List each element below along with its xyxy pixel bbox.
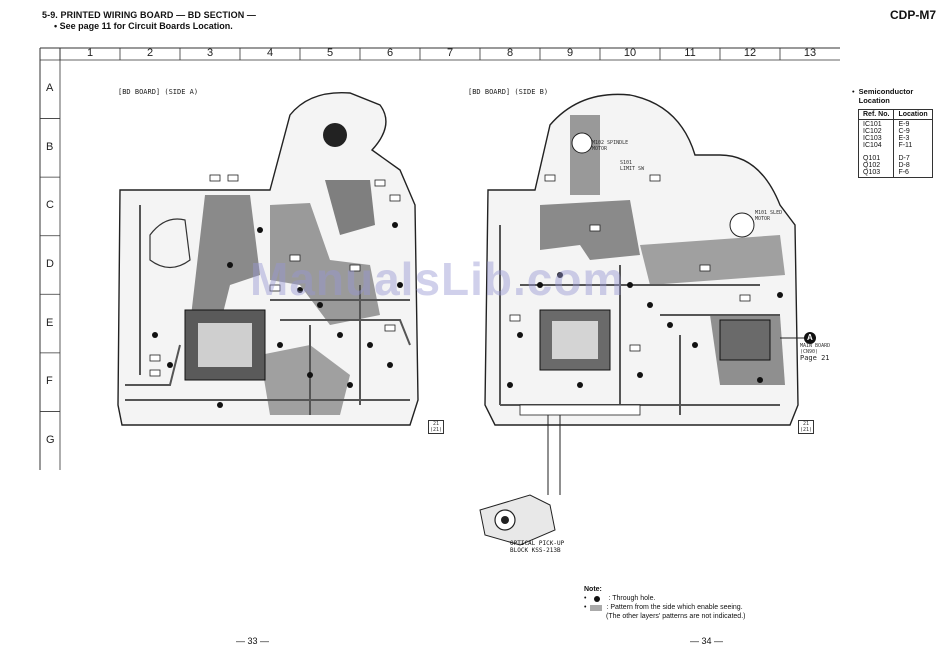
ic-die-area <box>198 323 252 367</box>
traces <box>125 205 411 415</box>
table-header: Ref. No. <box>857 109 895 120</box>
side-b-code: 21 (21) <box>798 420 814 434</box>
connector-a-letter: A <box>807 333 813 342</box>
copper-region <box>570 115 600 195</box>
table-header: Location <box>893 109 933 120</box>
ref-no: Q102 <box>863 162 881 169</box>
table-row: IC101 IC102 IC103 IC104 Q101 Q102 Q103 E… <box>857 119 933 178</box>
copper-region <box>640 235 785 285</box>
mount-hole <box>149 218 191 269</box>
page-number-right: — 34 — <box>690 636 724 646</box>
bd-board-side-a <box>117 91 419 426</box>
optical-pickup-body <box>479 494 556 546</box>
note-title: Note: <box>584 586 602 593</box>
ref-no: IC101 <box>863 121 882 128</box>
note-pattern-line1: : Pattern from the side which enable see… <box>606 604 743 611</box>
copper-region <box>270 203 380 325</box>
model-number: CDP-M7 <box>889 8 936 22</box>
side-a-code: 21 (21) <box>428 420 444 434</box>
connector-a-marker <box>780 332 816 344</box>
main-board-page: Page 21 <box>800 354 830 362</box>
grid-row-letter: E <box>46 316 54 329</box>
bullet-icon: • <box>584 595 587 602</box>
location: F-11 <box>898 142 913 149</box>
watermark: ManualsLib.com <box>250 253 625 305</box>
bullet-icon: • <box>852 87 855 96</box>
see-note: • See page 11 for Circuit Boards Locatio… <box>54 21 233 31</box>
side-a-label: [BD BOARD] (SIDE A) <box>118 88 199 96</box>
grid-column-number: 9 <box>566 47 574 59</box>
grid-column-number: 11 <box>684 47 696 59</box>
grid-row-letter: D <box>46 258 54 270</box>
grid-column-number: 7 <box>446 47 454 59</box>
pattern-swatch-icon <box>590 604 603 611</box>
location: E-3 <box>898 135 910 142</box>
grid-column-number: 2 <box>146 47 154 59</box>
through-holes <box>152 222 403 408</box>
spindle-motor-mount <box>571 132 593 154</box>
bullet-icon: • <box>584 604 587 611</box>
smd-components <box>149 174 401 377</box>
grid-column-number: 5 <box>326 47 334 59</box>
location: F-6 <box>898 169 909 176</box>
bd-board-side-b <box>484 93 799 426</box>
grid-column-number: 8 <box>506 47 514 59</box>
location: D-8 <box>898 162 910 169</box>
grid-row-letter: B <box>46 140 54 153</box>
grid-row-letter: C <box>46 199 54 212</box>
note-pattern-line2: (The other layers' patterns are not indi… <box>606 613 746 620</box>
copper-region <box>260 345 350 415</box>
smd-components <box>509 174 751 352</box>
main-board-label: MAIN BOARD (CN90) <box>800 343 831 355</box>
sled-motor-mount <box>729 212 755 238</box>
pickup-lens-center <box>501 516 509 524</box>
side-b-label: [BD BOARD] (SIDE B) <box>468 88 549 96</box>
optical-pickup-line1: OPTICAL PICK-UP <box>510 540 565 547</box>
location: C-9 <box>898 128 910 135</box>
through-holes <box>507 272 783 388</box>
location: E-9 <box>898 121 910 128</box>
grid-column-number: 3 <box>206 47 214 59</box>
limit-switch-label: S101 LIMIT SW <box>620 160 645 172</box>
ref-no: Q103 <box>863 169 881 176</box>
copper-region <box>325 180 375 235</box>
page-number-left: — 33 — <box>236 636 270 646</box>
pickup-leader <box>479 415 561 546</box>
legend-title: Semiconductor Location <box>858 87 914 105</box>
grid-column-number: 1 <box>86 47 94 59</box>
ref-no: IC103 <box>863 135 882 142</box>
semiconductor-location-table: Ref. No. Location IC101 IC102 IC103 IC10… <box>857 109 933 178</box>
location: D-7 <box>898 155 910 162</box>
optical-pickup-label: OPTICAL PICK-UP BLOCK KSS-213B <box>510 540 564 554</box>
flex-connector <box>519 404 641 416</box>
sled-motor-label: M101 SLED MOTOR <box>755 210 783 222</box>
grid-row-letter: G <box>46 433 55 446</box>
grid-column-number: 13 <box>803 47 817 59</box>
section-title: 5-9. PRINTED WIRING BOARD — BD SECTION — <box>42 10 257 20</box>
optical-pickup-line2: BLOCK KSS-213B <box>510 547 561 554</box>
grid-column-number: 12 <box>743 47 757 59</box>
spindle-motor-label: M102 SPINDLE MOTOR <box>592 140 629 152</box>
grid-column-number: 10 <box>623 47 637 59</box>
grid-column-number: 6 <box>386 47 394 59</box>
grid-column-number: 4 <box>266 47 274 59</box>
ref-no: Q101 <box>863 155 881 162</box>
note-block: Note: • : Through hole. • : Pattern from… <box>584 585 745 621</box>
semiconductor-legend: • Semiconductor Location Ref. No. Locati… <box>852 87 933 178</box>
spindle-hole <box>323 123 347 147</box>
ic-package <box>719 319 771 361</box>
through-hole-icon <box>594 595 601 602</box>
note-through-hole: : Through hole. <box>608 595 656 602</box>
ic-die-area <box>552 321 598 359</box>
ref-no: IC104 <box>863 142 882 149</box>
grid-row-letter: A <box>46 82 54 95</box>
ref-no: IC102 <box>863 128 882 135</box>
grid-row-letter: F <box>46 375 53 388</box>
copper-region <box>190 195 260 325</box>
